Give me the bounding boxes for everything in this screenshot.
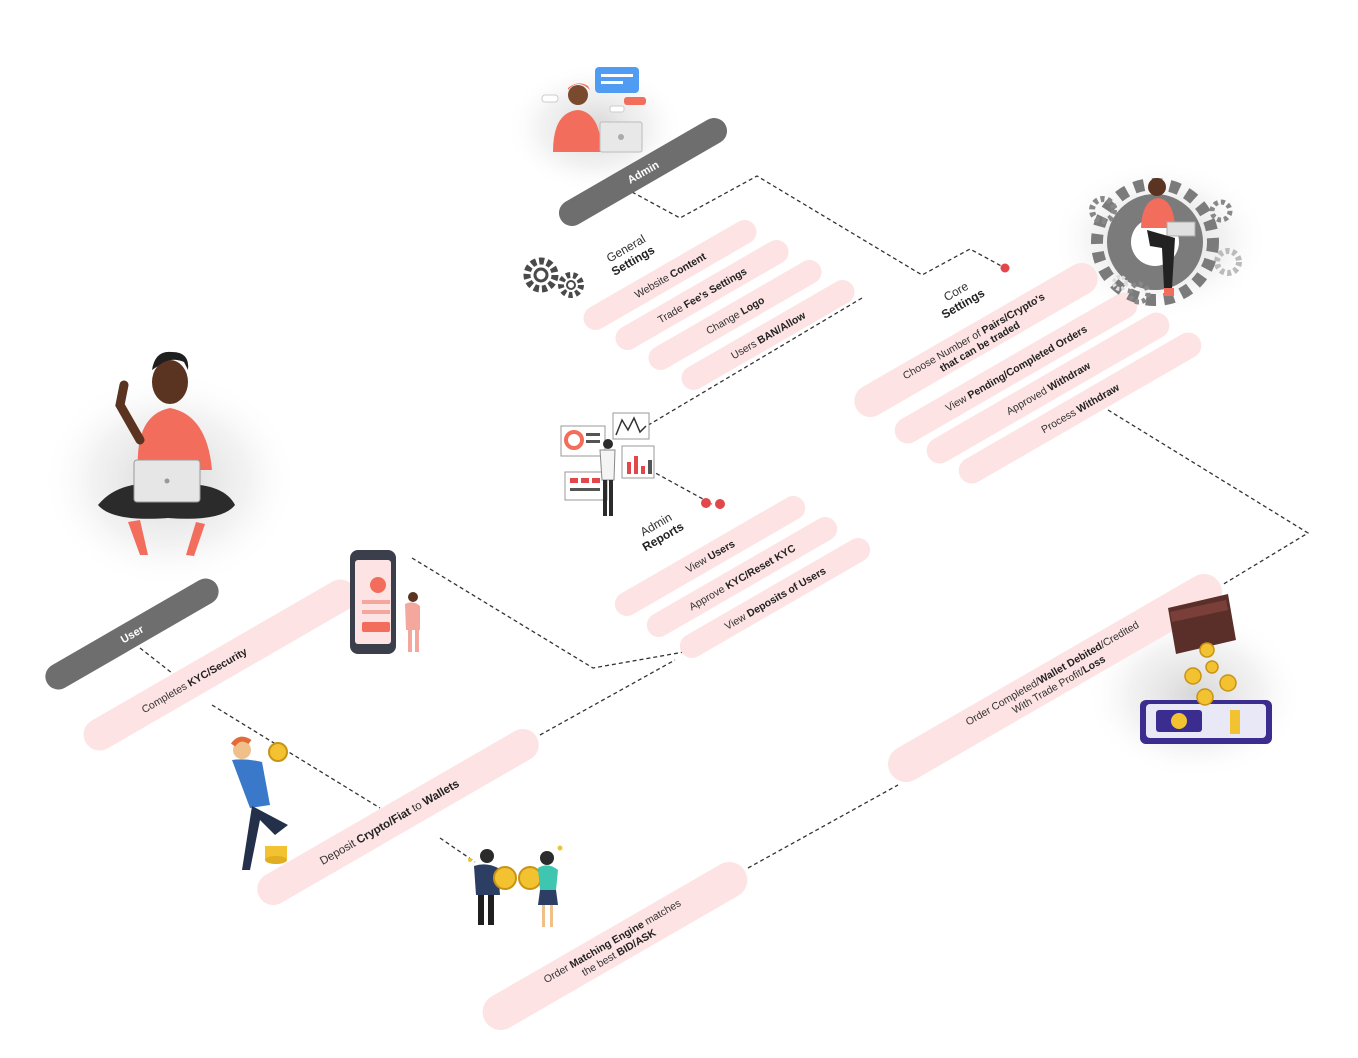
wallet-coins-icon (1140, 594, 1272, 744)
svg-text:Order Matching Engine matches: Order Matching Engine matches (542, 897, 683, 986)
core-settings-list: Choose Number of Pairs/Crypto's that can… (854, 263, 1202, 484)
general-settings-header: General Settings (604, 232, 657, 279)
dashboard-reports-icon (560, 412, 655, 516)
svg-text:Completes KYC/Security: Completes KYC/Security (140, 646, 250, 716)
deposit-step-pill[interactable]: Deposit Crypto/Fiat to Wallets (251, 723, 544, 911)
laptop-man-icon (98, 351, 235, 556)
list-item[interactable]: Change Logo (644, 256, 826, 375)
general-settings-list: Website Content Trade Fee's Settings Cha… (583, 220, 855, 390)
connector-dot (1000, 263, 1010, 273)
phone-kyc-icon (350, 550, 420, 654)
svg-text:Deposit Crypto/Fiat to Wallets: Deposit Crypto/Fiat to Wallets (318, 778, 461, 868)
list-item[interactable]: View Users (610, 492, 809, 621)
kyc-step-pill[interactable]: Completes KYC/Security (78, 574, 362, 757)
connector-lines (139, 175, 1310, 869)
matching-step-pill[interactable]: Order Matching Engine matches the best B… (476, 855, 754, 1036)
user-role-pill: User (45, 578, 219, 690)
coin-exchange-icon (468, 845, 563, 927)
gear-woman-icon (1089, 178, 1242, 306)
admin-reports-header: Admin Reports (638, 510, 687, 554)
admin-reports-list: View Users Approve KYC/Reset KYC View De… (610, 492, 871, 658)
connector-dot (715, 499, 725, 509)
support-agent-icon (541, 67, 646, 153)
coin-man-icon (230, 736, 288, 870)
gear-icon (523, 257, 584, 298)
core-settings-header: Core Settings (939, 279, 987, 322)
connector-dot (701, 498, 711, 508)
